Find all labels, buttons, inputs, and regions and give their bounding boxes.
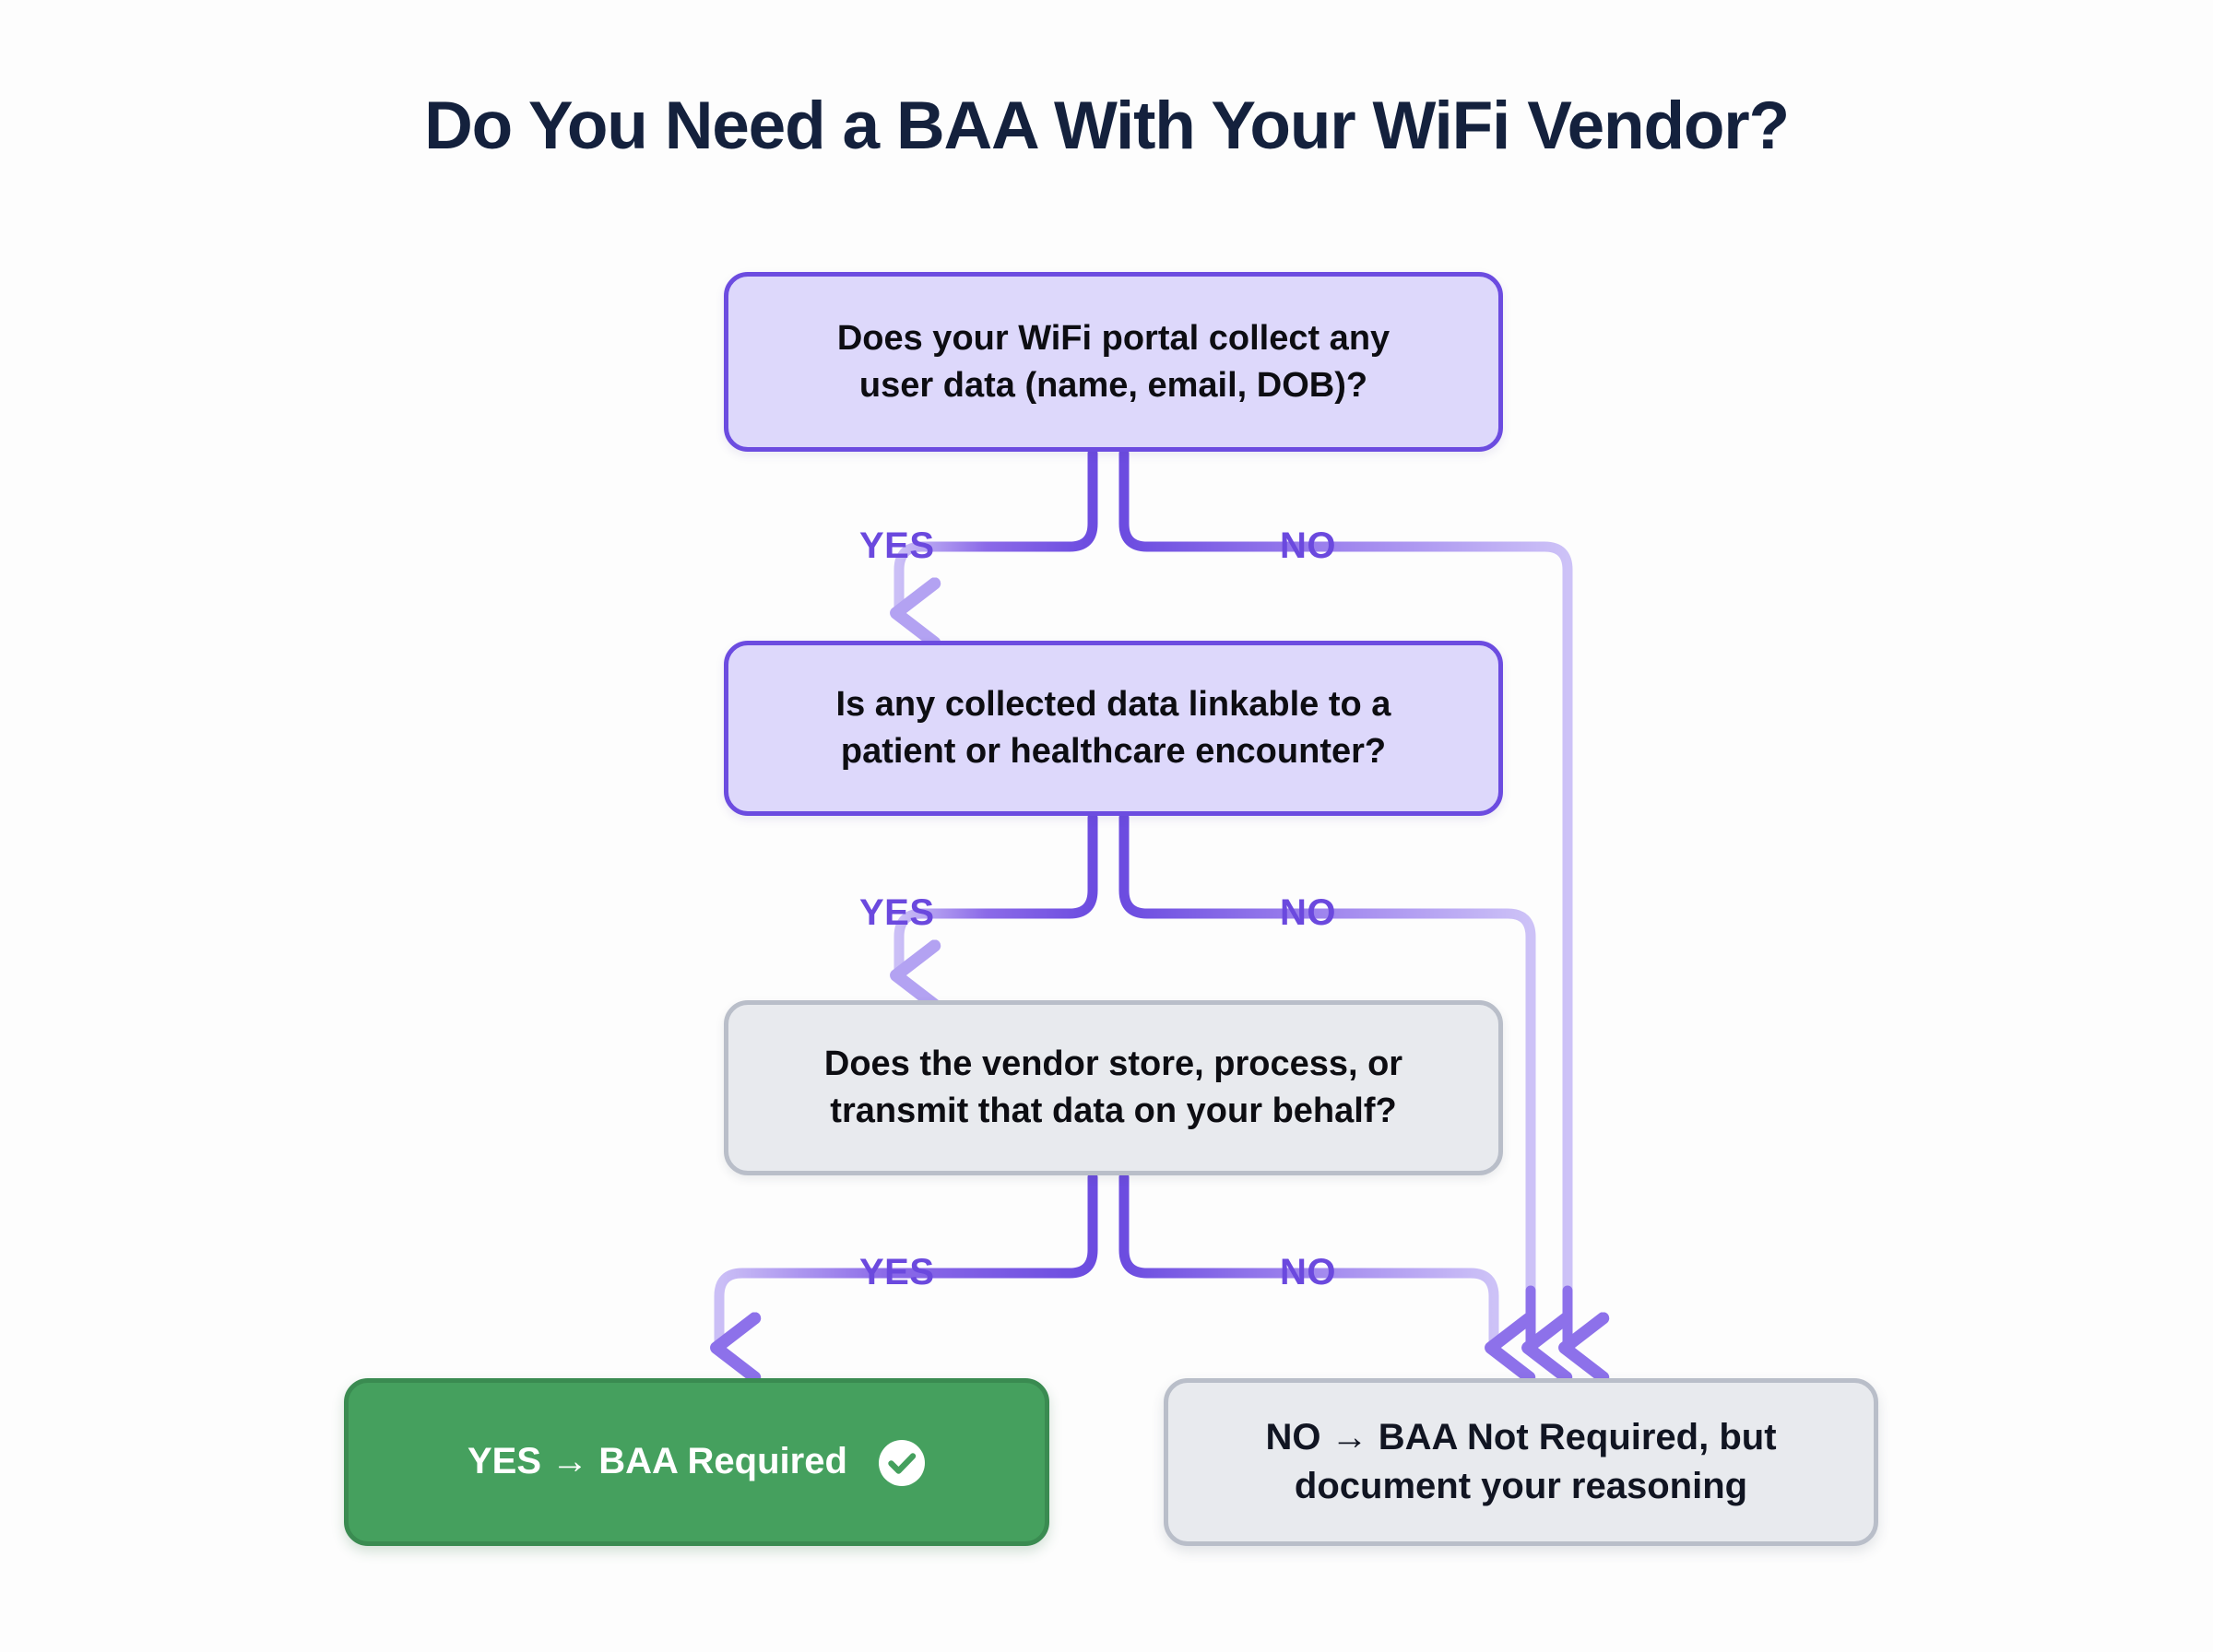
decision-node-data-linkable-to-patient[interactable]: Is any collected data linkable to a pati… [724, 641, 1503, 816]
check-circle-icon [879, 1440, 926, 1487]
branch-label-yes-2: YES [859, 892, 935, 933]
branch-label-yes-3: YES [859, 1252, 935, 1292]
branch-label-no-1: NO [1280, 525, 1336, 566]
outcome-yes-arrow: → [551, 1440, 589, 1481]
edge-q1-no [1118, 448, 1573, 1324]
outcome-node-baa-not-required[interactable]: NO → BAA Not Required, but document your… [1164, 1378, 1878, 1546]
node-q3-text: Does the vendor store, process, or trans… [793, 1041, 1434, 1134]
outcome-yes-text: YES → BAA Required [436, 1437, 957, 1487]
branch-label-no-3: NO [1280, 1252, 1336, 1292]
outcome-node-baa-required[interactable]: YES → BAA Required [344, 1378, 1049, 1546]
node-q1-line2: user data (name, email, DOB)? [858, 365, 1368, 405]
branch-label-no-2: NO [1280, 892, 1336, 933]
node-q2-line2: patient or healthcare encounter? [840, 732, 1387, 771]
node-q3-line1: Does the vendor store, process, or [823, 1044, 1403, 1084]
branch-label-yes-1: YES [859, 525, 935, 566]
node-q2-line1: Is any collected data linkable to a [835, 685, 1391, 725]
outcome-no-text: NO → BAA Not Required, but document your… [1234, 1413, 1807, 1511]
outcome-no-line1: BAA Not Required, but [1378, 1416, 1777, 1457]
outcome-no-arrow: → [1331, 1416, 1368, 1457]
outcome-yes-label: BAA Required [598, 1440, 847, 1481]
node-q2-text: Is any collected data linkable to a pati… [805, 681, 1423, 774]
outcome-no-prefix: NO [1265, 1416, 1321, 1457]
edge-no-merge-arrows [1531, 1285, 1568, 1348]
node-q1-line1: Does your WiFi portal collect any [836, 318, 1391, 358]
decision-node-vendor-stores-processes-data[interactable]: Does the vendor store, process, or trans… [724, 1000, 1503, 1175]
node-q3-line2: transmit that data on your behalf? [830, 1092, 1397, 1130]
outcome-no-line2: document your reasoning [1294, 1466, 1748, 1506]
outcome-yes-prefix: YES [467, 1440, 541, 1481]
node-q1-text: Does your WiFi portal collect any user d… [806, 315, 1421, 408]
decision-node-portal-collects-data[interactable]: Does your WiFi portal collect any user d… [724, 272, 1503, 452]
page-title: Do You Need a BAA With Your WiFi Vendor? [424, 88, 1790, 163]
